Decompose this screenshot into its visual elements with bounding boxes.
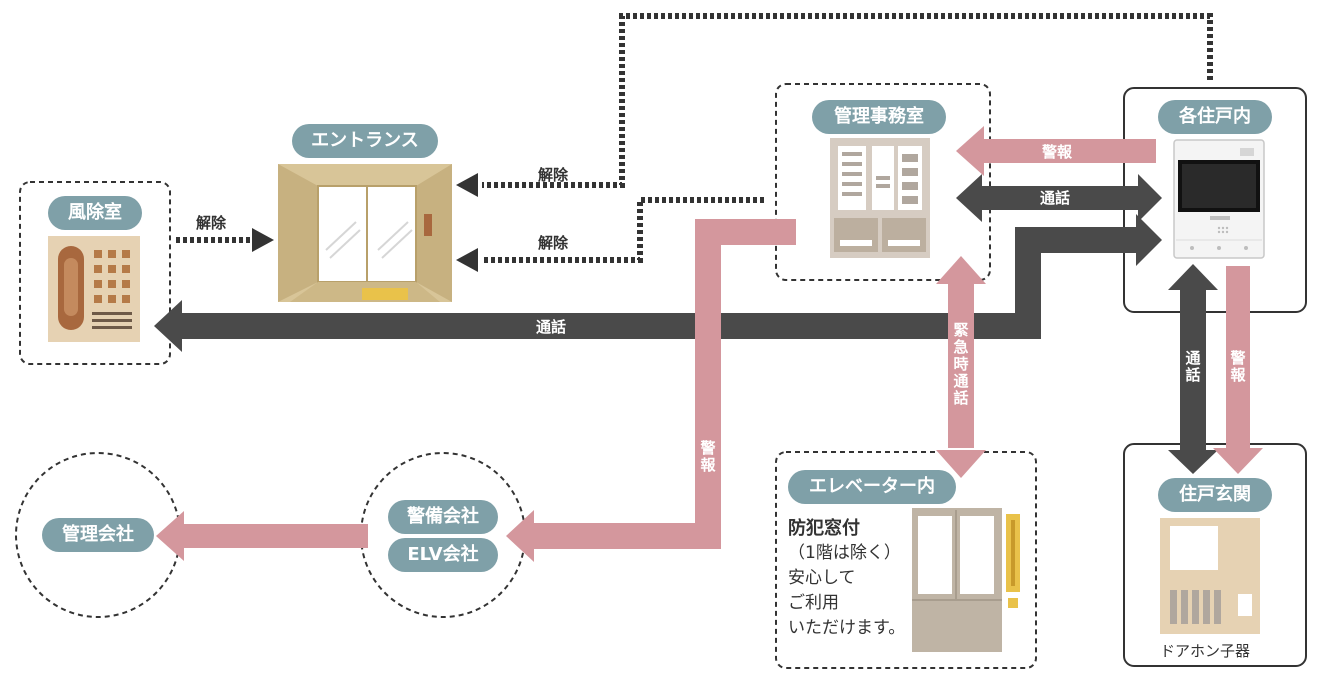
elevator-note-body3: いただけます。 [788,618,906,638]
elevator-door-icon [912,508,1020,652]
tsuwa-label-kanri: 通話 [1040,189,1071,207]
kaijo-line-top [482,13,1213,188]
kaijo-label-top: 解除 [538,166,569,184]
kaijo-label-mid: 解除 [538,234,569,252]
juko-genkan-box [1123,443,1307,667]
door-phone-icon [1160,518,1260,634]
kanri-jimushitsu-box [775,83,991,281]
keiho-main-head [506,510,534,562]
elv-kaisha-title: ELV会社 [388,538,498,572]
juko-genkan-title: 住戸玄関 [1158,478,1272,512]
elevator-note-body1: 安心して [788,568,856,588]
keiho-label-main: 警報 [700,439,716,474]
kaku-juko-title: 各住戸内 [1158,100,1272,134]
tsuwa-main-line [178,227,1140,339]
kanri-kaisha-title: 管理会社 [42,518,154,552]
elevator-note: 防犯窓付 （1階は除く） 安心して ご利用 いただけます。 [788,516,905,641]
fuujoshitsu-box [19,181,171,365]
tsuwa-kanri-head-left [956,174,982,222]
tsuwa-kanri-bar [980,186,1140,210]
kinkyu-head-down [936,450,986,478]
tsuwa-genkan-head-up [1168,264,1218,290]
keiho-genkan-head [1213,448,1263,474]
tsuwa-genkan-bar [1180,288,1206,452]
tsuwa-label-genkan: 通話 [1185,349,1201,384]
tsuwa-label-main: 通話 [536,318,567,336]
keiho-kanri-head [956,126,984,176]
elevator-note-heading: 防犯窓付 [788,518,860,539]
kinkyu-head-up [936,256,986,284]
indoor-monitor-icon [1173,139,1265,259]
entrance-title: エントランス [292,124,438,158]
keiho-genkan-bar [1226,266,1250,450]
keiho-kanri-bar [982,139,1156,163]
kaijo-arrowhead-mid [456,248,478,272]
keibi-elv-circle [360,452,526,618]
tsuwa-arrowhead-left [154,300,182,352]
fuujo-intercom-icon [48,236,140,342]
keiho-main-line [530,219,796,549]
kanri-console-icon [830,138,930,258]
keiho-kaisha-bar [180,524,368,548]
elevator-note-sub: （1階は除く） [788,543,901,563]
kaijo-arrowhead-fuujo [252,228,274,252]
keiho-kaisha-head [156,511,184,561]
tsuwa-kanri-head-right [1138,174,1162,222]
elevator-note-body2: ご利用 [788,593,839,613]
kinkyu-label: 緊急時通話 [953,321,969,407]
kinkyu-bar [948,282,974,448]
tsuwa-arrowhead-right [1136,214,1162,266]
keiho-label-genkan: 警報 [1230,349,1246,384]
fuujoshitsu-title: 風除室 [48,196,142,230]
tsuwa-genkan-head-down [1168,450,1218,474]
keiho-label-kanri: 警報 [1042,143,1073,161]
keibi-kaisha-title: 警備会社 [388,500,498,534]
kanri-jimushitsu-title: 管理事務室 [812,100,946,134]
kaijo-arrowhead-top [456,173,478,197]
elevator-box [775,451,1037,669]
elevator-title: エレベーター内 [788,470,956,504]
door-phone-caption: ドアホン子器 [1160,642,1251,660]
kaijo-label-fuujo: 解除 [196,214,227,232]
kaijo-line-mid [482,197,764,263]
entrance-door-icon [278,164,452,302]
